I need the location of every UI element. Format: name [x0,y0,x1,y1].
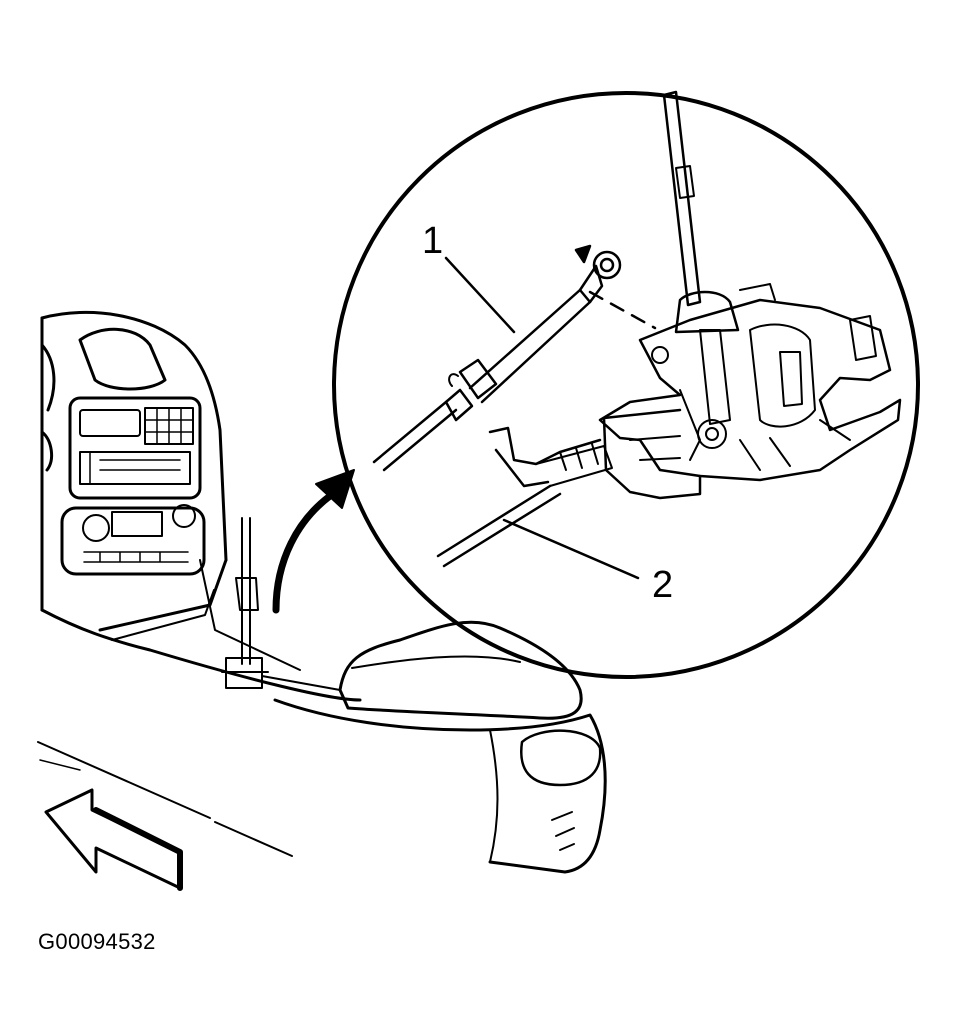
dashboard-overview [37,310,607,874]
pointer-arrowhead-icon [574,244,592,264]
hidden-line-dashed [588,290,657,330]
detail-circle [332,91,920,679]
leader-lines [444,256,640,580]
callout-number-1: 1 [422,220,444,262]
curved-arrow-icon [272,469,355,614]
shift-cable-2 [436,484,562,568]
figure-id-label: G00094532 [38,929,156,954]
shift-cable-1 [372,250,622,472]
shifter-assembly-detail [488,90,902,500]
forward-direction-arrow-icon [44,788,183,891]
leader-line-2 [502,518,640,580]
leader-line-1 [444,256,516,334]
callout-number-2: 2 [652,564,674,606]
